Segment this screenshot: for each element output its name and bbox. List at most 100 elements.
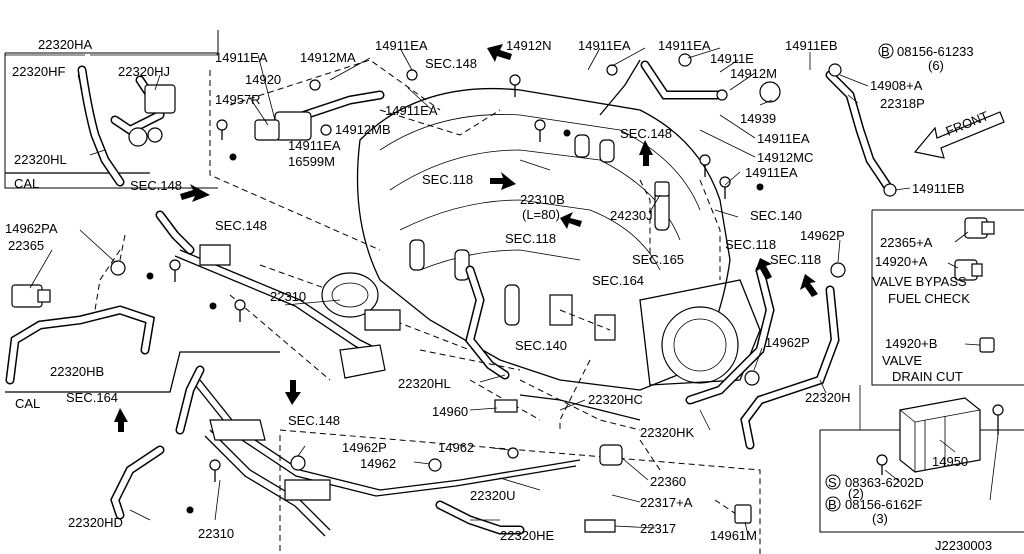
label-sec118: SEC.118 [725, 237, 776, 252]
solenoid-valve-icon [964, 217, 995, 239]
label-valve: VALVE [882, 353, 922, 368]
label-sec148: SEC.148 [288, 413, 340, 428]
components [11, 81, 995, 533]
label-14962P: 14962P [765, 335, 810, 350]
label-24230J: 24230J [610, 208, 653, 223]
direction-arrow-icon [180, 184, 210, 202]
label-22320HA: 22320HA [38, 37, 93, 52]
label-16599M: 16599M [288, 154, 335, 169]
bolt-icon [509, 74, 521, 97]
label-22310: 22310 [198, 526, 234, 541]
label-22320HE: 22320HE [500, 528, 555, 543]
label-14962: 14962 [438, 440, 474, 455]
label-14912MB: 14912MB [335, 122, 391, 137]
label-14912M: 14912M [730, 66, 777, 81]
intake-manifold [356, 87, 761, 391]
clamp-icon [606, 64, 618, 76]
label-valve-bypass: VALVE BYPASS [872, 274, 967, 289]
label-14961M: 14961M [710, 528, 757, 543]
label-22320H: 22320H [805, 390, 851, 405]
label-sec118: SEC.118 [770, 252, 821, 267]
label-22320HJ: 22320HJ [118, 64, 170, 79]
bolt-icon [209, 459, 221, 482]
clamp-icon [883, 183, 897, 197]
bolt-icon [534, 119, 546, 142]
direction-arrow-icon [490, 172, 516, 190]
direction-arrow-icon [560, 212, 582, 229]
label-qty-6: (6) [928, 58, 944, 73]
label-sec140: SEC.140 [515, 338, 567, 353]
label-sec140: SEC.140 [750, 208, 802, 223]
clamp-icon [716, 89, 728, 101]
clamp-icon [309, 79, 321, 91]
label-sec118: SEC.118 [422, 172, 473, 187]
label-14911EA: 14911EA [658, 38, 711, 53]
label-fuel-check: FUEL CHECK [888, 291, 970, 306]
label-14911EA: 14911EA [757, 131, 810, 146]
label-22317A: 22317+A [640, 495, 693, 510]
label-08156-61233: 08156-61233 [897, 44, 974, 59]
label-14957R: 14957R [215, 92, 261, 107]
clamp-icon [320, 124, 332, 136]
solenoid-valve-icon [979, 337, 995, 353]
label-14960: 14960 [432, 404, 468, 419]
bolt-icon [876, 454, 888, 475]
label-08363-6202D: 08363-6202D [845, 475, 924, 490]
part-labels: 22320HA 22320HF 22320HJ 22320HL CAL 1491… [5, 37, 992, 553]
label-qty-3: (3) [872, 511, 888, 526]
label-22365A: 22365+A [880, 235, 933, 250]
label-14962PA: 14962PA [5, 221, 58, 236]
label-14920B: 14920+B [885, 336, 937, 351]
label-14920A: 14920+A [875, 254, 928, 269]
solenoid-valve-icon [11, 284, 51, 308]
label-sec148: SEC.148 [130, 178, 182, 193]
label-drain-cut: DRAIN CUT [892, 369, 963, 384]
bolt-icon [699, 154, 711, 177]
direction-arrow-icon [114, 408, 128, 432]
label-14912MC: 14912MC [757, 150, 813, 165]
label-22365: 22365 [8, 238, 44, 253]
label-14912N: 14912N [506, 38, 552, 53]
label-14911EA: 14911EA [288, 138, 341, 153]
clamp-icon [678, 53, 692, 67]
label-14939: 14939 [740, 111, 776, 126]
leader-lines [29, 47, 999, 536]
label-cal-top: CAL [14, 176, 39, 191]
label-22318P: 22318P [880, 96, 925, 111]
label-sec164: SEC.164 [66, 390, 118, 405]
label-sec118: SEC.118 [505, 231, 556, 246]
label-22320U: 22320U [470, 488, 516, 503]
screw-symbol-s: S [828, 475, 837, 490]
direction-arrows [114, 44, 1005, 432]
bolt-symbol-b-bottom: B [828, 497, 837, 512]
clamp-icon [290, 455, 306, 471]
label-14911E: 14911E [710, 51, 754, 66]
bolt-icon [234, 299, 246, 322]
direction-arrow-icon [913, 111, 1005, 159]
direction-arrow-icon [800, 274, 818, 297]
label-l80: (L=80) [522, 207, 560, 222]
bolt-icon [719, 176, 731, 199]
label-22320HF: 22320HF [12, 64, 66, 79]
label-sec164: SEC.164 [592, 273, 644, 288]
fasteners [110, 53, 1004, 514]
direction-arrow-icon [755, 258, 772, 280]
label-22320HC: 22320HC [588, 392, 643, 407]
label-22310: 22310 [270, 289, 306, 304]
clamp-icon [830, 262, 846, 278]
canister-icon [899, 397, 981, 473]
clamp-icon [406, 69, 418, 81]
label-14911EB: 14911EB [785, 38, 838, 53]
label-14911EA: 14911EA [215, 50, 268, 65]
bolt-icon [992, 404, 1004, 435]
label-14962: 14962 [360, 456, 396, 471]
label-sec148: SEC.148 [425, 56, 477, 71]
label-14950: 14950 [932, 454, 968, 469]
bolt-symbol-b-top: B [881, 44, 890, 59]
label-sec148: SEC.148 [620, 126, 672, 141]
direction-arrow-icon [639, 140, 653, 166]
label-22320HL-top: 22320HL [14, 152, 67, 167]
bolt-icon [169, 259, 181, 282]
label-qty-2: (2) [848, 486, 864, 501]
label-22320HB: 22320HB [50, 364, 104, 379]
